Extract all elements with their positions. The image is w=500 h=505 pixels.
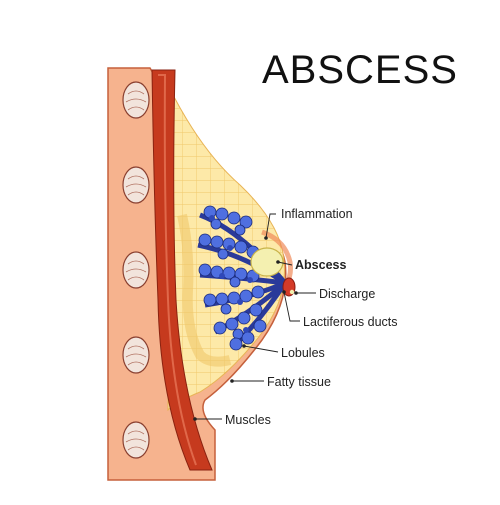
label-lactiferous-ducts: Lactiferous ducts — [303, 315, 398, 329]
label-discharge: Discharge — [319, 287, 376, 301]
label-inflammation: Inflammation — [281, 207, 353, 221]
muscle-layer — [151, 69, 213, 471]
label-fatty-tissue: Fatty tissue — [267, 375, 331, 389]
leader-lobules — [243, 345, 279, 353]
leader-abscess — [277, 261, 293, 266]
label-muscles: Muscles — [225, 413, 271, 427]
diagram-title: ABSCESS — [262, 48, 458, 92]
label-lobules: Lobules — [281, 346, 325, 360]
leader-inflammation — [265, 213, 276, 239]
label-abscess: Abscess — [295, 258, 347, 272]
abscess-pocket — [250, 247, 284, 277]
leader-lactiferous — [283, 291, 300, 322]
